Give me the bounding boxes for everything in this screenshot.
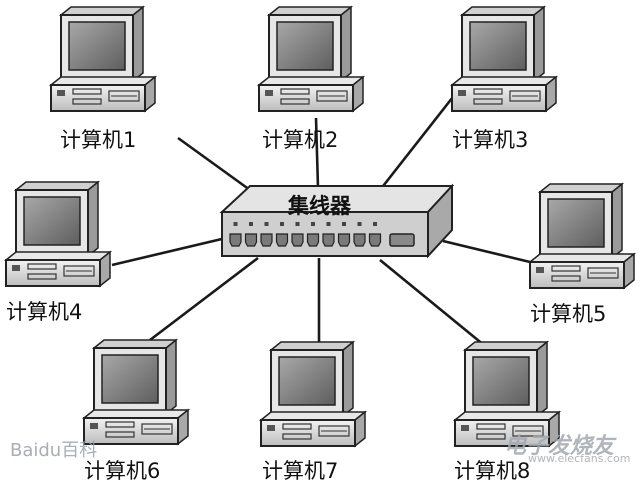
computer-8-label: 计算机8	[454, 459, 531, 483]
cable-4	[111, 236, 227, 267]
cable-5	[442, 239, 531, 264]
hub-port	[229, 233, 242, 247]
hub-port	[337, 233, 351, 247]
cable-8	[379, 258, 491, 352]
computer-4-label: 计算机4	[6, 300, 83, 324]
hub-port	[275, 233, 289, 247]
hub-port	[244, 233, 258, 247]
hub-leds	[233, 222, 377, 226]
hub-led	[295, 222, 300, 226]
cable-1	[177, 136, 251, 192]
computer-5-label: 计算机5	[530, 302, 607, 326]
hub-label: 集线器	[288, 194, 351, 218]
cables	[111, 87, 531, 352]
hub-led	[233, 222, 238, 226]
hub-uplink-port	[389, 233, 415, 247]
hub-icon	[219, 183, 455, 259]
watermark-baidu: Baidu百科	[10, 440, 98, 461]
hub-port	[368, 233, 382, 247]
watermark-url: www.elecfans.com	[528, 452, 631, 465]
hub-port	[291, 233, 304, 247]
hub-port	[322, 233, 335, 247]
computer-2-label: 计算机2	[262, 128, 339, 152]
computer-5-icon	[529, 183, 635, 289]
hub-led	[373, 222, 377, 226]
cable-2	[314, 117, 320, 189]
computer-1-label: 计算机1	[60, 128, 137, 152]
hub-port	[260, 233, 273, 247]
computer-6-label: 计算机6	[84, 459, 161, 483]
computer-7-label: 计算机7	[262, 459, 339, 483]
hub-led	[264, 222, 269, 226]
hub-led	[249, 222, 253, 226]
computer-4-icon	[5, 181, 111, 287]
hub-port	[353, 233, 366, 247]
hub-led	[280, 222, 284, 226]
computer-1-icon	[50, 6, 156, 112]
computer-3-label: 计算机3	[452, 128, 529, 152]
hub-led	[311, 222, 315, 226]
hub-led	[342, 222, 346, 226]
cable-3	[378, 87, 462, 191]
computer-2-icon	[258, 6, 364, 112]
computer-3-icon	[451, 6, 557, 112]
hub-led	[357, 222, 362, 226]
cable-6	[149, 256, 259, 342]
watermark-elecfans: 电子发烧友	[504, 434, 615, 459]
hub-ports	[229, 233, 382, 247]
computer-7-icon	[260, 341, 366, 447]
hub-port	[306, 233, 320, 247]
computer-6-icon	[83, 339, 189, 445]
hub-led	[326, 222, 331, 226]
